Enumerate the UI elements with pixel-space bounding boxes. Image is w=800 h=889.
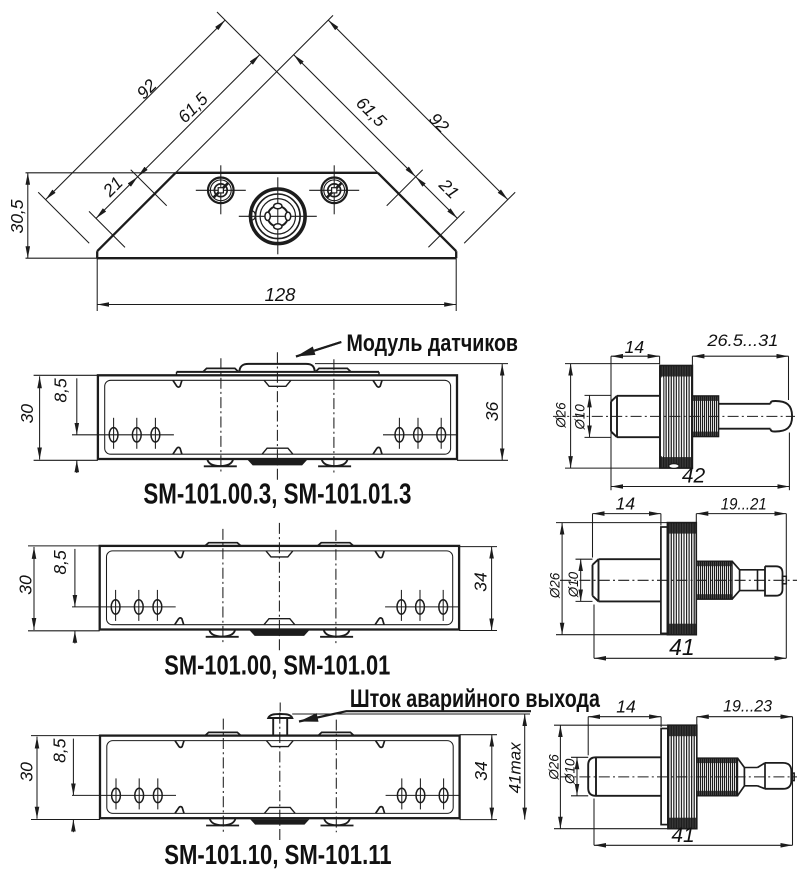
svg-text:30,5: 30,5: [7, 199, 27, 233]
svg-text:30: 30: [17, 762, 37, 782]
svg-text:19...23: 19...23: [723, 696, 773, 715]
svg-text:14: 14: [625, 337, 645, 357]
svg-text:36: 36: [482, 402, 502, 422]
svg-text:41: 41: [671, 824, 694, 847]
svg-text:41: 41: [669, 634, 695, 660]
svg-text:34: 34: [471, 761, 491, 781]
svg-text:42: 42: [682, 465, 706, 488]
svg-text:8,5: 8,5: [49, 738, 69, 763]
svg-text:Модуль датчиков: Модуль датчиков: [347, 330, 519, 357]
svg-text:14: 14: [616, 494, 636, 514]
svg-text:128: 128: [265, 284, 297, 305]
svg-text:8,5: 8,5: [50, 378, 70, 403]
svg-text:30: 30: [15, 575, 35, 595]
svg-text:26.5...31: 26.5...31: [706, 331, 778, 350]
svg-text:SM-101.00, SM-101.01: SM-101.00, SM-101.01: [164, 650, 390, 681]
svg-text:SM-101.10, SM-101.11: SM-101.10, SM-101.11: [164, 839, 391, 870]
svg-text:34: 34: [470, 572, 490, 592]
svg-text:8,5: 8,5: [50, 550, 70, 575]
svg-text:Ø10: Ø10: [566, 571, 581, 598]
svg-text:41max: 41max: [506, 742, 525, 794]
svg-text:14: 14: [616, 697, 636, 717]
svg-text:Шток аварийного выхода: Шток аварийного выхода: [350, 685, 601, 713]
svg-text:Ø10: Ø10: [562, 758, 577, 785]
svg-text:Ø10: Ø10: [572, 404, 587, 431]
svg-text:SM-101.00.3, SM-101.01.3: SM-101.00.3, SM-101.01.3: [143, 478, 411, 510]
svg-text:Ø26: Ø26: [547, 754, 562, 781]
svg-text:Ø26: Ø26: [547, 572, 562, 599]
svg-text:30: 30: [17, 404, 37, 424]
svg-text:19...21: 19...21: [721, 495, 767, 514]
svg-text:Ø26: Ø26: [554, 402, 569, 429]
